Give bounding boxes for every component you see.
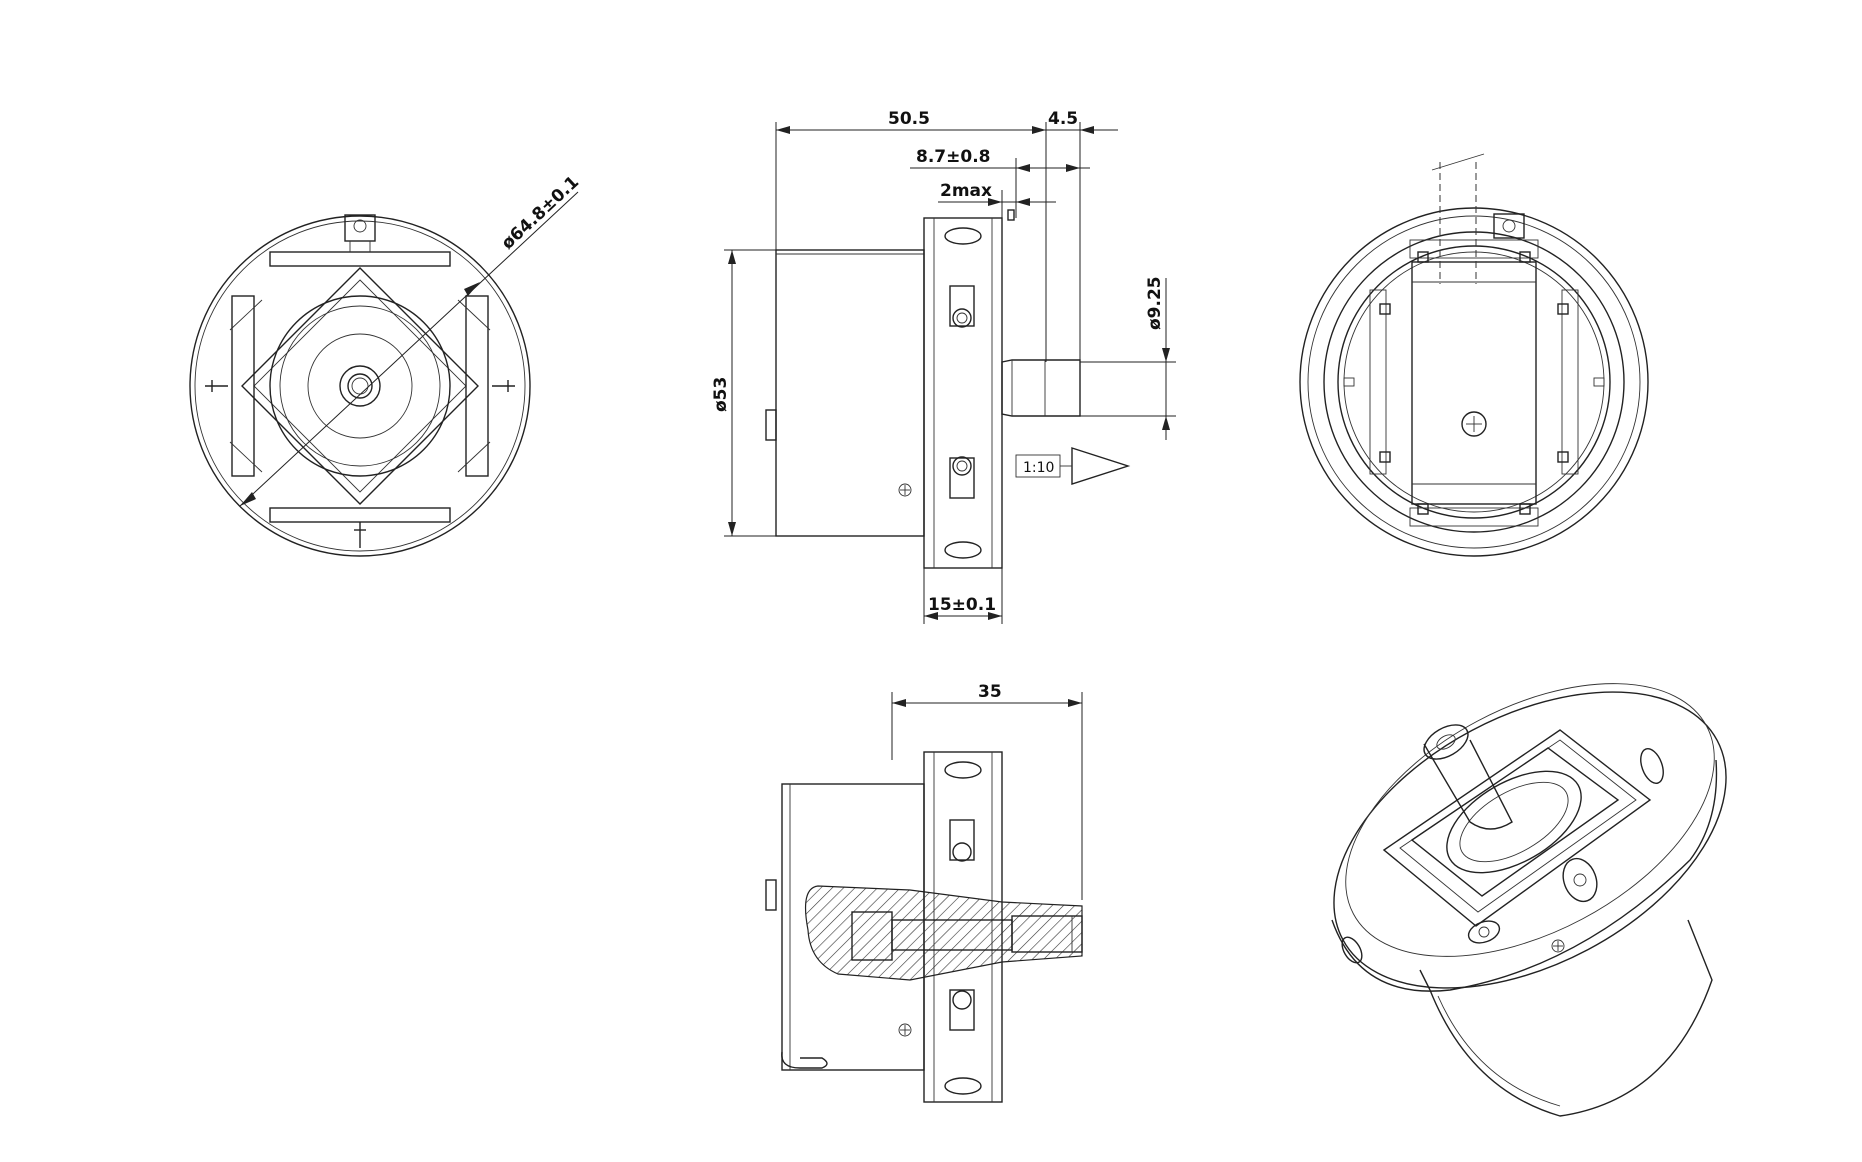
front-view: ø64.8±0.1 bbox=[189, 172, 583, 557]
side-view: 50.5 4.5 8.7±0.8 2max ø53 ø9.25 bbox=[711, 109, 1176, 624]
shaft-offset-label: 4.5 bbox=[1048, 109, 1078, 129]
isometric-view bbox=[1331, 683, 1727, 1117]
rear-view bbox=[1299, 153, 1649, 557]
flange-thickness-label: 15±0.1 bbox=[928, 595, 996, 615]
body-diameter-label: ø53 bbox=[711, 377, 731, 412]
taper-ratio-label: 1:10 bbox=[1023, 460, 1054, 476]
outer-diameter-label: ø64.8±0.1 bbox=[498, 172, 583, 253]
length-total-label: 50.5 bbox=[888, 109, 930, 129]
section-view: 35 bbox=[765, 682, 1083, 1103]
flange-to-shaft-label: 8.7±0.8 bbox=[916, 147, 990, 167]
shaft-diameter-label: ø9.25 bbox=[1145, 276, 1165, 330]
section-length-label: 35 bbox=[978, 682, 1002, 702]
protrusion-label: 2max bbox=[940, 181, 992, 201]
